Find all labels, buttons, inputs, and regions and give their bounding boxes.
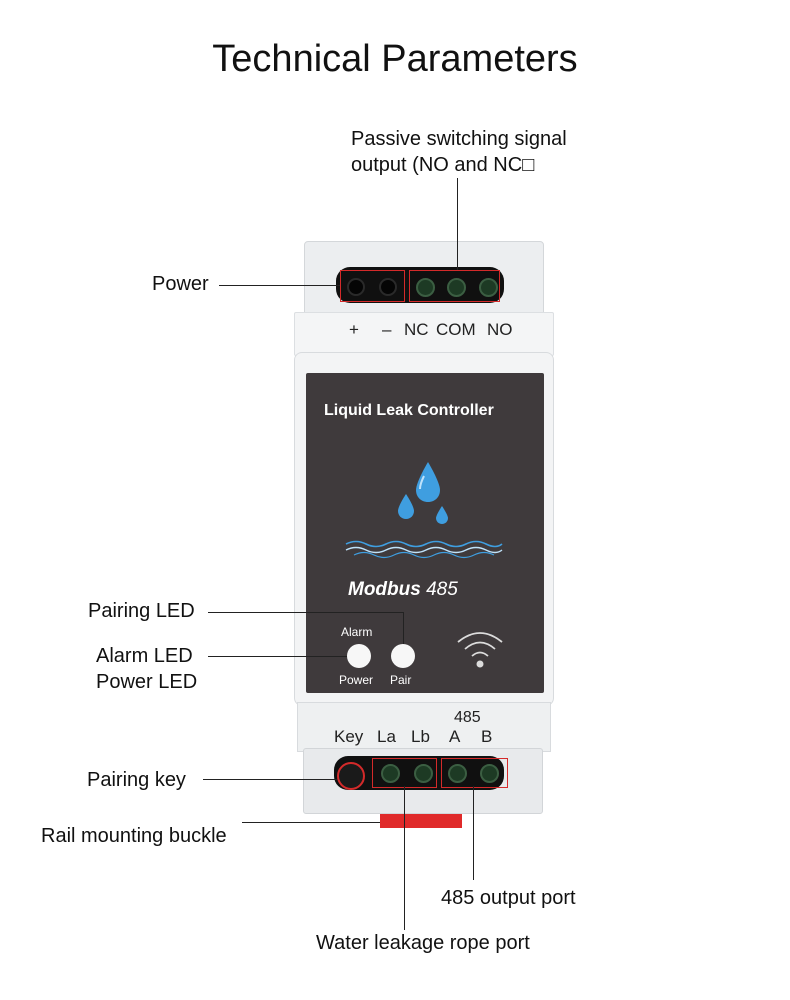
panel-protocol-number: 485 <box>426 579 458 600</box>
power-minus-hole <box>379 278 397 296</box>
alarm-led-label: Alarm <box>341 625 373 639</box>
passive-switch-label-line2: output (NO and NC□ <box>351 154 535 176</box>
passive-switch-label-line1: Passive switching signal <box>351 128 567 150</box>
terminal-label-no: NO <box>487 320 513 339</box>
terminal-label-minus: – <box>382 320 392 339</box>
b-screw <box>480 764 499 783</box>
terminal-label-nc: NC <box>404 320 429 339</box>
pairing-led-leader-v <box>403 612 404 644</box>
com-screw <box>447 278 466 297</box>
la-screw <box>381 764 400 783</box>
power-terminal-highlight <box>340 270 405 302</box>
terminal-label-lb: Lb <box>411 727 430 746</box>
terminal-label-b: B <box>481 727 493 746</box>
rail-buckle-leader <box>242 822 380 823</box>
terminal-label-plus: + <box>349 320 359 339</box>
leak-rope-label: Water leakage rope port <box>316 932 530 954</box>
alarm-led-leader <box>208 656 347 657</box>
passive-switch-leader <box>457 178 458 270</box>
rail-buckle-label: Rail mounting buckle <box>41 825 227 847</box>
nc-screw <box>416 278 435 297</box>
panel-protocol: Modbus 485 <box>348 579 458 601</box>
pairing-key-leader <box>203 779 337 780</box>
rope-port-highlight <box>372 758 437 788</box>
panel-protocol-name: Modbus <box>348 579 421 600</box>
water-drops-icon <box>398 462 448 524</box>
power-plus-hole <box>347 278 365 296</box>
power-label: Power <box>152 273 209 295</box>
terminal-label-com: COM <box>436 320 476 339</box>
alarm-led-callout: Alarm LED <box>96 645 193 667</box>
alarm-power-led <box>347 644 371 668</box>
power-led-label: Power <box>339 673 374 687</box>
a-screw <box>448 764 467 783</box>
pairing-led-label: Pairing LED <box>88 600 195 622</box>
rail-mounting-buckle <box>380 814 462 828</box>
terminal-label-a: A <box>449 727 461 746</box>
rs485-leader <box>473 786 474 880</box>
pair-led-label: Pair <box>390 673 412 687</box>
terminal-label-485: 485 <box>454 709 481 726</box>
rs485-port-highlight <box>441 758 508 788</box>
switch-terminal-highlight <box>409 270 500 302</box>
water-waves-icon <box>345 540 503 559</box>
rs485-output-label: 485 output port <box>441 887 576 909</box>
panel-product-name: Liquid Leak Controller <box>324 402 494 419</box>
lb-screw <box>414 764 433 783</box>
power-led-callout: Power LED <box>96 671 198 693</box>
terminal-label-key: Key <box>334 727 364 746</box>
power-leader <box>219 285 340 286</box>
terminal-label-la: La <box>377 727 396 746</box>
wireless-signal-icon <box>457 632 503 668</box>
pair-led <box>391 644 415 668</box>
pairing-key-button[interactable] <box>337 762 365 790</box>
page-title: Technical Parameters <box>212 38 578 80</box>
pairing-key-label: Pairing key <box>87 769 186 791</box>
rope-port-leader <box>404 786 405 930</box>
front-panel <box>306 373 544 693</box>
no-screw <box>479 278 498 297</box>
pairing-led-leader-h <box>208 612 403 613</box>
